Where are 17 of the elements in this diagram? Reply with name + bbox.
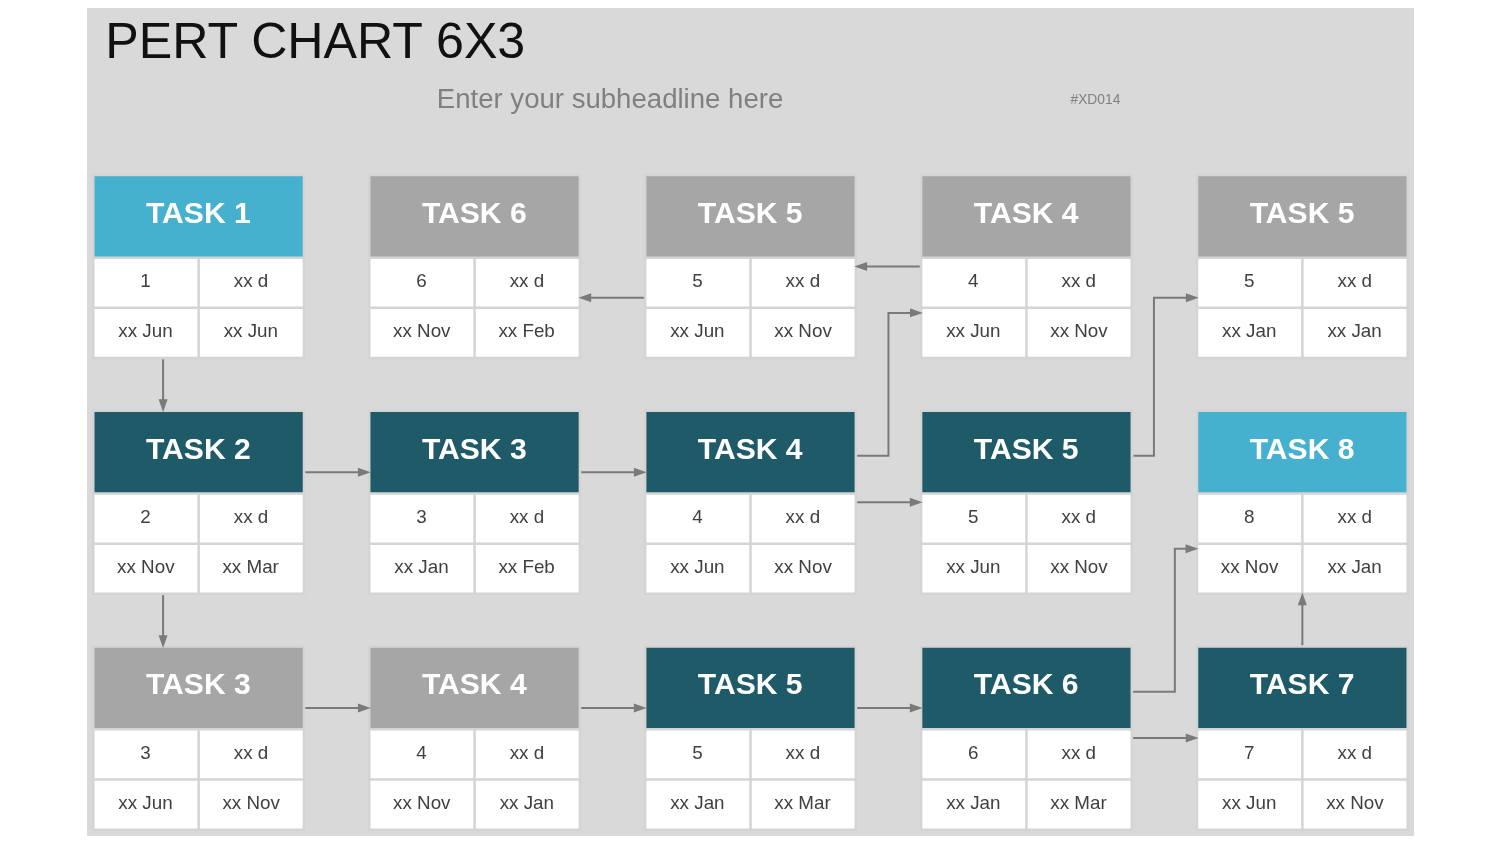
arrow bbox=[853, 262, 920, 271]
arrow bbox=[1132, 544, 1198, 693]
arrow bbox=[158, 359, 168, 413]
arrow bbox=[1132, 733, 1199, 743]
arrow bbox=[304, 703, 371, 713]
arrow bbox=[158, 595, 168, 648]
arrow bbox=[856, 308, 923, 457]
arrow bbox=[304, 467, 371, 477]
diagram-title: PERT CHART 6X3 bbox=[104, 13, 525, 70]
label: Enter your subheadline here bbox=[436, 82, 783, 114]
label: #XD014 bbox=[1070, 92, 1120, 108]
arrow bbox=[577, 293, 644, 303]
arrow bbox=[580, 703, 647, 713]
arrow bbox=[1297, 592, 1307, 646]
arrow bbox=[580, 467, 647, 477]
arrow bbox=[856, 703, 923, 713]
arrow bbox=[856, 497, 923, 507]
